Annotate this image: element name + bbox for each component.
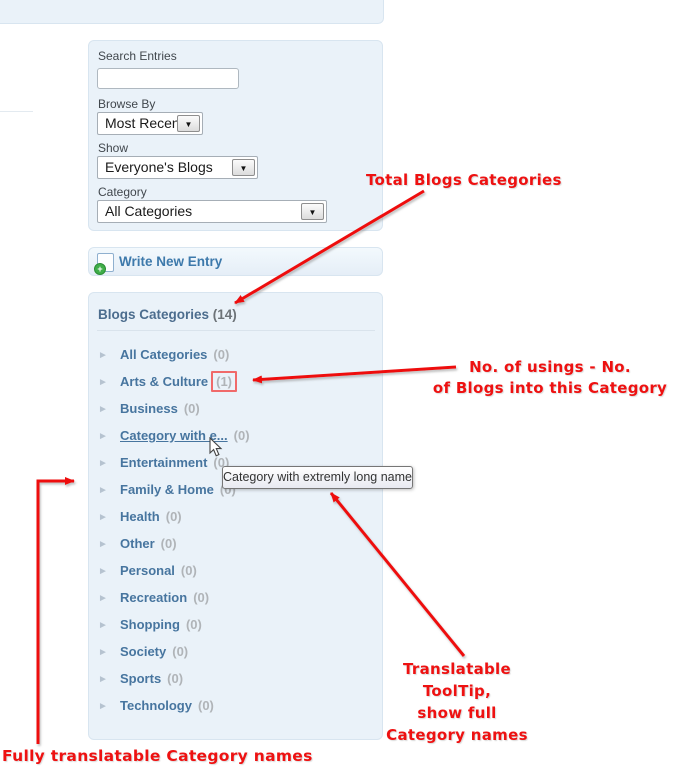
- chevron-down-icon: ▼: [184, 120, 193, 129]
- category-label: Category: [98, 185, 147, 199]
- category-row[interactable]: ► Shopping (0): [98, 611, 372, 638]
- blogs-categories-title: Blogs Categories (14): [98, 307, 237, 322]
- show-label: Show: [98, 141, 129, 155]
- category-link[interactable]: Sports: [120, 671, 162, 686]
- search-input[interactable]: [97, 68, 239, 89]
- category-count: (0): [197, 698, 214, 713]
- triangle-bullet-icon: ►: [98, 350, 108, 361]
- category-count: (0): [185, 617, 202, 632]
- left-divider-line: [0, 111, 33, 112]
- category-link[interactable]: Society: [120, 644, 167, 659]
- category-count: (0): [180, 563, 197, 578]
- triangle-bullet-icon: ►: [98, 431, 108, 442]
- triangle-bullet-icon: ►: [98, 620, 108, 631]
- write-new-entry-link[interactable]: Write New Entry: [119, 254, 223, 269]
- category-row[interactable]: ► Arts & Culture(1): [98, 368, 372, 395]
- mouse-cursor-icon: [209, 437, 223, 457]
- category-link[interactable]: Family & Home: [120, 482, 214, 497]
- triangle-bullet-icon: ►: [98, 458, 108, 469]
- top-partial-panel: [0, 0, 384, 24]
- category-link[interactable]: Category with e...: [120, 428, 228, 443]
- category-link[interactable]: Recreation: [120, 590, 188, 605]
- category-select[interactable]: All Categories ▼: [97, 200, 327, 223]
- triangle-bullet-icon: ►: [98, 566, 108, 577]
- category-count: (0): [160, 536, 177, 551]
- browse-by-dropdown-button[interactable]: ▼: [177, 115, 200, 132]
- annotation-translatable-tooltip: Translatable ToolTip, show full Category…: [386, 660, 528, 744]
- category-link[interactable]: Arts & Culture: [120, 374, 209, 389]
- blogs-categories-total-count: (14): [212, 307, 237, 322]
- annotation-total-blogs: Total Blogs Categories: [366, 171, 562, 189]
- category-row[interactable]: ► Business (0): [98, 395, 372, 422]
- blogs-categories-title-text: Blogs Categories: [98, 307, 210, 322]
- category-count: (0): [233, 428, 250, 443]
- category-link[interactable]: Health: [120, 509, 160, 524]
- browse-by-select[interactable]: Most Recent ▼: [97, 112, 203, 135]
- category-count: (0): [213, 347, 230, 362]
- category-link[interactable]: Technology: [120, 698, 192, 713]
- annotation-usage-count: No. of usings - No. of Blogs into this C…: [432, 358, 668, 397]
- category-list: ► All Categories (0) ► Arts & Culture(1) ► Bus…: [98, 341, 372, 719]
- category-link[interactable]: Personal: [120, 563, 175, 578]
- arrow-category-names: [36, 477, 75, 744]
- category-count: (0): [165, 509, 182, 524]
- triangle-bullet-icon: ►: [98, 701, 108, 712]
- triangle-bullet-icon: ►: [98, 674, 108, 685]
- triangle-bullet-icon: ►: [98, 647, 108, 658]
- write-new-entry-bar[interactable]: + Write New Entry: [88, 247, 383, 276]
- category-link[interactable]: Business: [120, 401, 178, 416]
- show-value: Everyone's Blogs: [105, 159, 213, 175]
- category-count: (0): [183, 401, 200, 416]
- category-dropdown-button[interactable]: ▼: [301, 203, 324, 220]
- category-link[interactable]: Other: [120, 536, 155, 551]
- category-link[interactable]: Shopping: [120, 617, 180, 632]
- triangle-bullet-icon: ►: [98, 404, 108, 415]
- search-filter-panel: Search Entries Browse By Most Recent ▼ S…: [88, 40, 383, 231]
- category-row[interactable]: ► Other (0): [98, 530, 372, 557]
- show-dropdown-button[interactable]: ▼: [232, 159, 255, 176]
- category-link[interactable]: Entertainment: [120, 455, 208, 470]
- category-row[interactable]: ► Health (0): [98, 503, 372, 530]
- category-row[interactable]: ► Society (0): [98, 638, 372, 665]
- category-count-highlighted: (1): [211, 371, 238, 392]
- category-row[interactable]: ► All Categories (0): [98, 341, 372, 368]
- chevron-down-icon: ▼: [239, 164, 248, 173]
- category-value: All Categories: [105, 203, 193, 219]
- show-select[interactable]: Everyone's Blogs ▼: [97, 156, 258, 179]
- new-entry-document-icon: +: [94, 253, 114, 275]
- category-row[interactable]: ► Category with e... (0): [98, 422, 372, 449]
- browse-by-value: Most Recent: [105, 115, 184, 131]
- category-count: (0): [193, 590, 210, 605]
- category-row[interactable]: ► Personal (0): [98, 557, 372, 584]
- category-row[interactable]: ► Sports (0): [98, 665, 372, 692]
- category-row[interactable]: ► Recreation (0): [98, 584, 372, 611]
- blogs-categories-panel: Blogs Categories (14) ► All Categories (0)…: [88, 292, 383, 740]
- category-tooltip: Category with extremly long name: [222, 466, 413, 489]
- category-count: (0): [172, 644, 189, 659]
- category-link[interactable]: All Categories: [120, 347, 208, 362]
- category-row[interactable]: ► Technology (0): [98, 692, 372, 719]
- annotation-fully-translatable: Fully translatable Category names: [2, 747, 313, 765]
- triangle-bullet-icon: ►: [98, 593, 108, 604]
- plus-badge-icon: +: [94, 263, 106, 275]
- chevron-down-icon: ▼: [308, 208, 317, 217]
- browse-by-label: Browse By: [98, 97, 156, 111]
- triangle-bullet-icon: ►: [98, 512, 108, 523]
- category-count: (0): [167, 671, 184, 686]
- triangle-bullet-icon: ►: [98, 539, 108, 550]
- triangle-bullet-icon: ►: [98, 377, 108, 388]
- title-separator: [97, 330, 375, 331]
- search-entries-label: Search Entries: [98, 49, 177, 63]
- triangle-bullet-icon: ►: [98, 485, 108, 496]
